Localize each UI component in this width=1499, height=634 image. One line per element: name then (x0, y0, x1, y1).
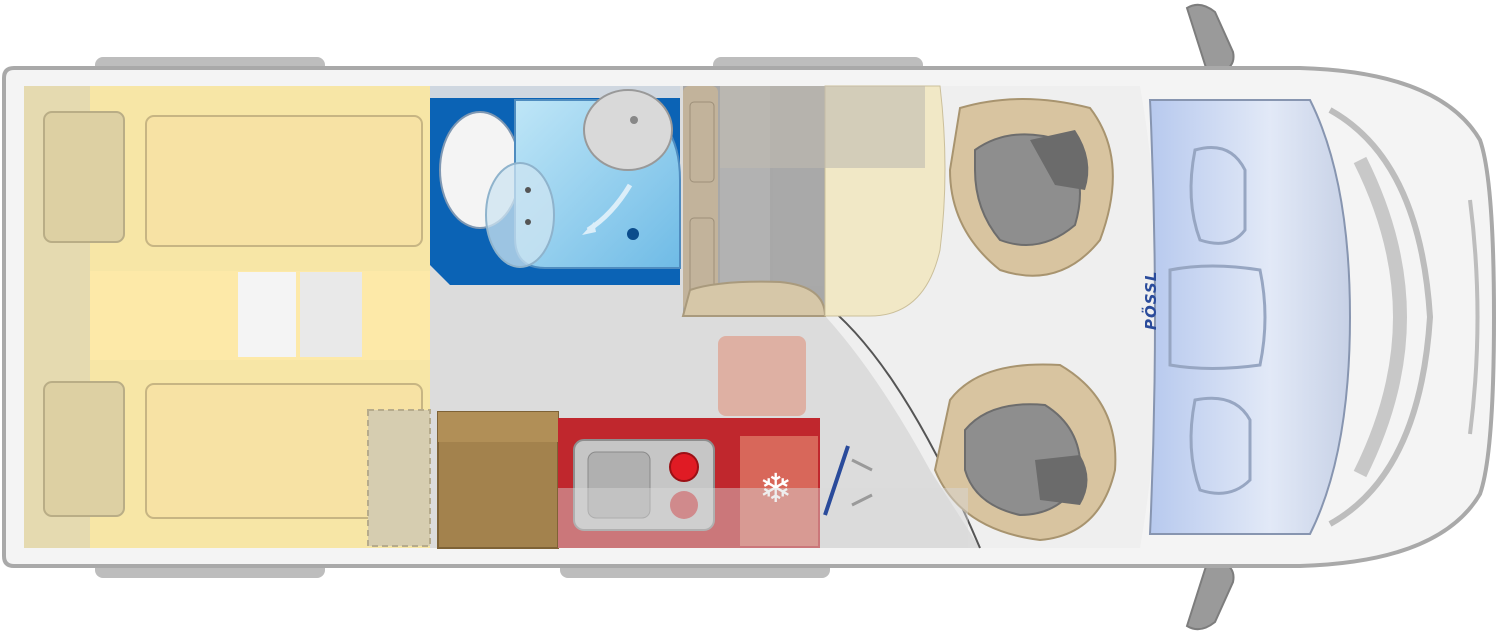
burner-1 (669, 452, 699, 482)
cab-seats (933, 98, 1117, 542)
door-step (823, 445, 850, 516)
bed-foot-box (367, 409, 431, 547)
bathroom (430, 86, 681, 285)
rear-bed-area (24, 86, 431, 548)
shower-door (485, 162, 555, 268)
cab-dashboard: PÖSSL (1141, 99, 1480, 535)
fridge (740, 436, 818, 546)
kitchen-stool (718, 336, 806, 416)
dinette (681, 85, 946, 317)
steering-wheel (1189, 146, 1247, 245)
bed-center-step-right (300, 272, 362, 357)
freezer-icon: ❄ (759, 466, 793, 512)
cab-seat-top (948, 98, 1114, 277)
windscreen (1328, 107, 1434, 527)
mirror-bottom (1185, 558, 1235, 631)
burner-2 (670, 491, 698, 519)
washbasin (583, 89, 673, 171)
brand-logo: PÖSSL (1141, 271, 1160, 330)
kitchen: ❄ (437, 336, 968, 549)
bed-center-step-left (238, 272, 296, 357)
mirror-top (1185, 3, 1235, 76)
cab-seat-bottom (933, 363, 1117, 542)
